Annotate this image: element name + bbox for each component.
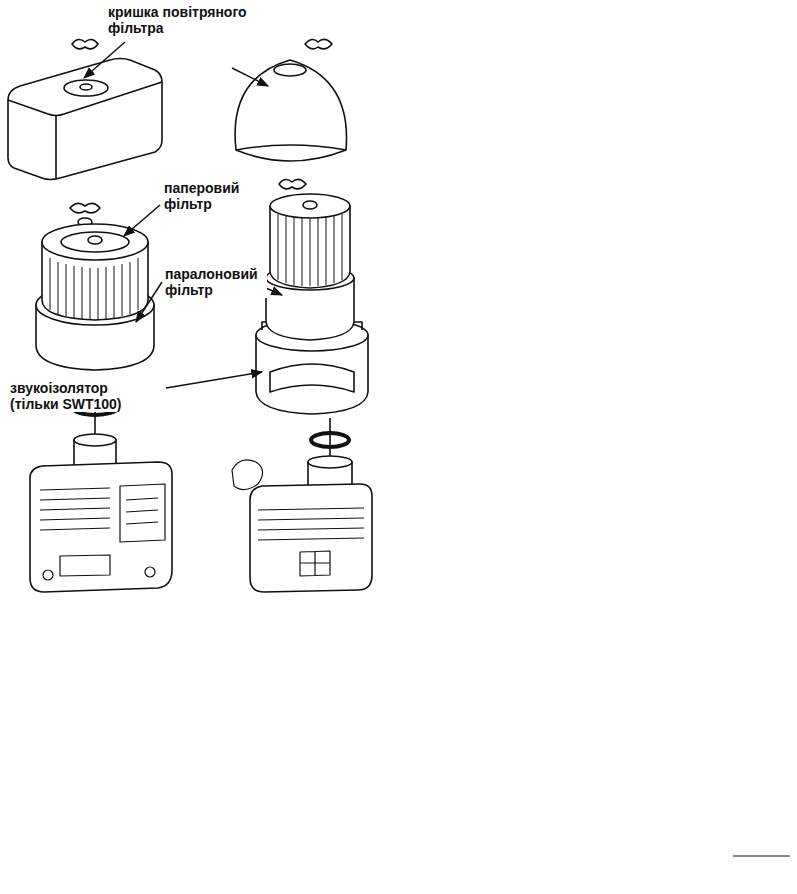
page-rule: [733, 856, 790, 857]
part-label: паралоновий фільтр: [163, 266, 267, 298]
part-label: паперовий фільтр: [162, 180, 248, 212]
part-label: кришка повітряного фільтра: [106, 4, 260, 36]
part-label: звукоізолятор (тільки SWT100): [8, 380, 152, 412]
